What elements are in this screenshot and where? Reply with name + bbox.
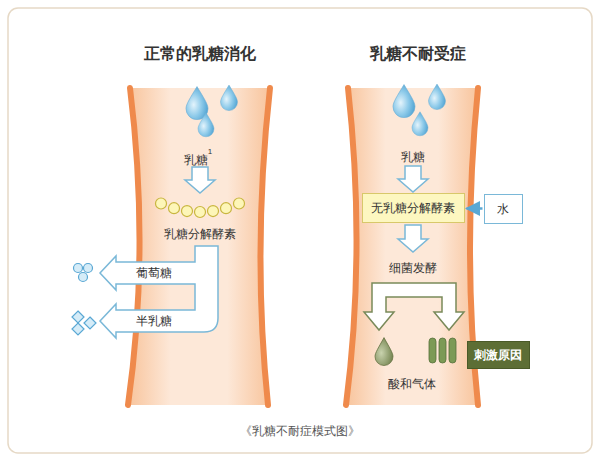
enzyme	[221, 203, 232, 214]
intestine-wall	[128, 88, 140, 405]
enzyme	[195, 207, 206, 218]
water-drops	[186, 84, 446, 137]
label-box: 刺激原因	[467, 341, 530, 369]
process-label: 细菌发酵	[389, 261, 437, 275]
split-arrow	[364, 283, 464, 330]
water-drop	[393, 85, 415, 118]
label-box: 水	[484, 194, 523, 224]
product-label: 葡萄糖	[136, 266, 172, 280]
enzyme	[234, 198, 245, 209]
substance-label: 乳糖	[401, 150, 425, 164]
enzyme	[169, 203, 180, 214]
product-label: 酸和气体	[388, 377, 436, 391]
acid-drop	[375, 338, 393, 366]
box-text: 无乳糖分解酵素	[371, 201, 455, 215]
intestine-lumen	[346, 88, 478, 405]
enzyme	[208, 206, 219, 217]
enzyme-circles	[156, 198, 245, 218]
flow-arrow	[467, 207, 483, 210]
footnote-number: 1	[208, 147, 212, 157]
enzyme	[182, 206, 193, 217]
intestine-wall	[260, 88, 270, 405]
panel-heading: 正常的乳糖消化	[118, 44, 282, 65]
enzyme	[156, 198, 167, 209]
absorption-arrow	[100, 246, 218, 338]
intestine-wall	[346, 88, 357, 405]
gas-rods	[429, 338, 456, 363]
substance-label: 乳糖	[184, 153, 208, 167]
water-drop	[221, 85, 238, 111]
frame-border	[8, 8, 592, 453]
caption: 《乳糖不耐症模式图》	[240, 424, 360, 438]
down-arrow	[398, 166, 428, 192]
galactose-icon	[72, 311, 96, 335]
enzyme-label: 乳糖分解酵素	[164, 227, 236, 241]
water-drop	[412, 112, 428, 136]
box-text: 水	[497, 202, 509, 216]
label-box: 无乳糖分解酵素	[362, 193, 465, 223]
box-text: 刺激原因	[474, 348, 522, 362]
down-arrow	[185, 167, 215, 193]
panel-heading: 乳糖不耐受症	[338, 44, 498, 65]
product-label: 半乳糖	[136, 314, 172, 328]
water-drop	[429, 84, 446, 110]
glucose-icon	[74, 264, 93, 282]
water-drop	[198, 113, 214, 137]
down-arrow	[398, 225, 428, 252]
